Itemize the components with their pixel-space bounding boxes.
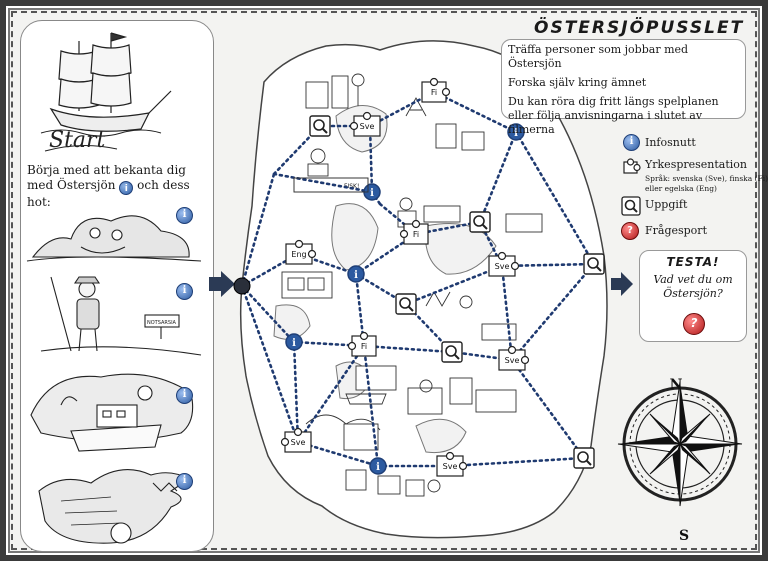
compass-north-label: N [670,377,683,393]
page-title: ÖSTERSJÖPUSSLET [534,18,745,38]
puzzle-node-fi-mid[interactable]: Fi [399,219,429,245]
info-button-pollution[interactable] [176,207,193,224]
monster-illustration [38,469,191,544]
puzzle-label-sve-southwest: Sve [291,438,306,447]
start-label: Start [49,128,106,153]
puzzle-node-sve-east[interactable]: Sve [488,251,520,277]
fisherman-illustration [40,276,202,356]
puzzle-node-eng[interactable]: Eng [285,239,317,265]
intro-text: Börja med att bekanta dig med Östersjön … [27,163,213,210]
svg-text:i: i [376,462,380,473]
info-button-invasive[interactable] [176,473,193,490]
puzzle-node-sve-southeast[interactable]: Sve [498,345,530,371]
info-node-central[interactable]: i [347,265,365,283]
legend-quiz-label: Frågesport [645,224,707,237]
ship-illustration [40,32,172,137]
puzzle-label-eng: Eng [291,250,306,259]
land-patch-1 [331,203,379,271]
quiz-subtitle: Vad vet du om Östersjön? [653,273,733,300]
puzzle-node-sve-south[interactable]: Sve [436,451,468,477]
puzzle-piece-icon [623,158,641,174]
puzzle-label-fi-south: Fi [361,342,367,351]
intro-text-part2: och dess hot: [27,178,190,209]
start-node[interactable] [233,277,251,295]
instruction-line-1: Träffa personer som jobbar med Östersjön [508,43,689,70]
legend-info-label: Infosnutt [645,136,696,149]
puzzle-label-sve-southeast: Sve [505,356,520,365]
quiz-start-button[interactable]: ? [683,313,705,335]
task-node-1[interactable] [309,115,331,137]
map-info-nodes: i i i i i [285,123,525,475]
fish-sign-text: FISK! [344,183,359,190]
info-button-fishing[interactable] [176,283,193,300]
scene-sketches [281,73,543,497]
task-node-3[interactable] [395,293,417,315]
task-node-5[interactable] [441,341,463,363]
pollution-illustration [26,215,202,262]
map-puzzle-nodes: Fi Sve Eng Fi Sve [280,77,530,477]
instruction-line-3: Du kan röra dig fritt längs spelplanen e… [508,95,719,136]
svg-text:i: i [292,338,296,349]
svg-text:i: i [514,128,518,139]
puzzle-node-sve-north[interactable]: Sve [349,111,381,137]
legend-quiz-icon: ? [621,222,639,240]
cargo-ship-illustration [30,373,194,452]
sea-outline [239,40,608,539]
info-node-west[interactable]: i [285,333,303,351]
intro-illustrations: Start NOTSARSIA [26,32,202,544]
magnifier-icon [621,196,641,216]
compass-south-label: S [679,528,689,544]
puzzle-node-fi-south[interactable]: Fi [347,331,377,357]
legend-task-label: Uppgift [645,198,688,211]
compass-rose [617,381,743,507]
quiz-box[interactable]: TESTA! Vad vet du om Östersjön? ? [639,250,747,342]
task-node-6[interactable] [573,447,595,469]
baltic-map: FISK! [233,40,743,544]
puzzle-node-fi-north[interactable]: Fi [421,77,451,103]
land-patch-4 [415,418,467,454]
puzzle-label-sve-north: Sve [360,122,375,131]
legend-profession-label: Yrkespresentation [645,158,748,171]
instructions-box: Träffa personer som jobbar med Östersjön… [501,39,746,136]
intro-panel: Start NOTSARSIA [20,20,214,552]
puzzle-label-fi-north: Fi [431,88,437,97]
map-task-nodes [309,115,605,469]
svg-text:i: i [354,270,358,281]
puzzle-node-sve-southwest[interactable]: Sve [280,427,312,453]
sign-text: NOTSARSIA [147,320,177,326]
inline-info-icon: i [119,181,134,195]
svg-text:i: i [370,188,374,199]
puzzle-label-sve-east: Sve [495,262,510,271]
info-node-north[interactable]: i [507,123,525,141]
info-button-shipping[interactable] [176,387,193,404]
fish-sign-frame [293,177,369,193]
task-node-2[interactable] [469,211,491,233]
legend-profession-row: Yrkespresentation Språk: svenska (Sve), … [621,156,768,204]
intro-text-part1: Börja med att bekanta dig med Östersjön [27,163,186,192]
task-node-4[interactable] [583,253,605,275]
instruction-line-2: Forska själv kring ämnet [508,76,647,89]
quiz-title: TESTA! [666,255,720,269]
legend-info-icon [623,134,640,151]
puzzle-label-sve-south: Sve [443,462,458,471]
info-node-south[interactable]: i [369,457,387,475]
start-arrow [209,271,235,297]
testa-arrow [611,272,633,296]
puzzle-label-fi-mid: Fi [413,230,419,239]
legend-language-note: Språk: svenska (Sve), finska (Fi) eller … [645,174,768,193]
